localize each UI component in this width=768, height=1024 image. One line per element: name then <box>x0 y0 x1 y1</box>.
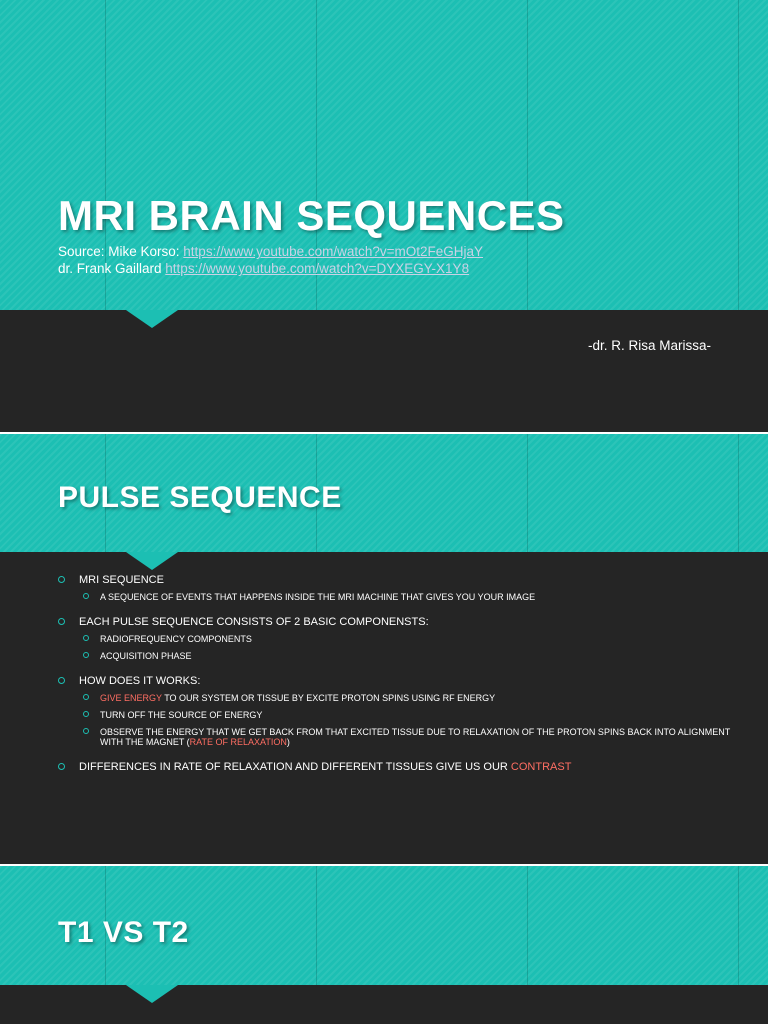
source-label: dr. Frank Gaillard <box>58 261 166 276</box>
bullet-text: ) <box>286 737 290 747</box>
source-label: Source: Mike Korso: <box>58 244 184 259</box>
notch-arrow <box>126 310 178 328</box>
slide-title: MRI BRAIN SEQUENCES Source: Mike Korso: … <box>0 0 768 432</box>
page-title: MRI BRAIN SEQUENCES <box>58 192 565 239</box>
subtitle-panel: -dr. R. Risa Marissa- <box>0 310 768 432</box>
bullet-line: HOW DOES IT WORKS: <box>79 675 738 687</box>
grid-line <box>738 866 739 985</box>
grid-line <box>316 434 317 552</box>
sub-bullet-item: TURN OFF THE SOURCE OF ENERGY <box>79 710 738 720</box>
sub-bullet-item: RADIOFREQUENCY COMPONENTS <box>79 634 738 644</box>
grid-line <box>527 434 528 552</box>
content-panel <box>0 985 768 1024</box>
bullet-text: DIFFERENCES IN RATE OF RELAXATION AND DI… <box>79 761 511 773</box>
grid-line <box>527 866 528 985</box>
title-banner: MRI BRAIN SEQUENCES Source: Mike Korso: … <box>0 0 768 310</box>
highlight-text: CONTRAST <box>510 761 572 773</box>
title-banner: PULSE SEQUENCE <box>0 434 768 552</box>
bullet-text: TO OUR SYSTEM OR TISSUE BY EXCITE PROTON… <box>161 693 496 703</box>
bullet-list: MRI SEQUENCE A SEQUENCE OF EVENTS THAT HA… <box>58 574 738 787</box>
sub-bullet-item: ACQUISITION PHASE <box>79 651 738 661</box>
slide-t1-vs-t2: T1 VS T2 <box>0 866 768 1024</box>
grid-line <box>105 434 106 552</box>
bullet-text: RADIOFREQUENCY COMPONENTS <box>100 634 252 644</box>
slide-divider <box>0 432 768 434</box>
grid-line <box>105 866 106 985</box>
sub-bullet-list: GIVE ENERGY TO OUR SYSTEM OR TISSUE BY E… <box>79 693 738 747</box>
notch-arrow <box>126 985 178 1003</box>
slide-title: T1 VS T2 <box>58 916 189 949</box>
author-name: -dr. R. Risa Marissa- <box>587 338 711 353</box>
highlight-text: GIVE ENERGY <box>100 693 162 703</box>
sub-bullet-item: A SEQUENCE OF EVENTS THAT HAPPENS INSIDE… <box>79 592 738 602</box>
bullet-line: DIFFERENCES IN RATE OF RELAXATION AND DI… <box>79 761 738 773</box>
source-link-1[interactable]: https://www.youtube.com/watch?v=mOt2FeGH… <box>183 244 484 259</box>
slide-divider <box>0 864 768 866</box>
grid-line <box>316 866 317 985</box>
sub-bullet-item: OBSERVE THE ENERGY THAT WE GET BACK FROM… <box>79 727 738 747</box>
source-line-2: dr. Frank Gaillard https://www.youtube.c… <box>58 260 469 277</box>
sub-bullet-list: A SEQUENCE OF EVENTS THAT HAPPENS INSIDE… <box>79 592 738 602</box>
source-link-2[interactable]: https://www.youtube.com/watch?v=DYXEGY-X… <box>165 261 470 276</box>
slide-title: PULSE SEQUENCE <box>58 481 342 514</box>
slide-pulse-sequence: PULSE SEQUENCE <box>0 434 768 864</box>
title-banner: T1 VS T2 <box>0 866 768 985</box>
bullet-text: TURN OFF THE SOURCE OF ENERGY <box>100 710 263 720</box>
bullet-item: EACH PULSE SEQUENCE CONSISTS OF 2 BASIC … <box>58 616 738 661</box>
bullet-text: OBSERVE THE ENERGY THAT WE GET BACK FROM… <box>100 727 731 747</box>
bullet-text: A SEQUENCE OF EVENTS THAT HAPPENS INSIDE… <box>100 592 536 602</box>
content-panel <box>0 552 768 864</box>
bullet-text: ACQUISITION PHASE <box>100 651 192 661</box>
grid-line <box>738 434 739 552</box>
bullet-item: MRI SEQUENCE A SEQUENCE OF EVENTS THAT HA… <box>58 574 738 602</box>
notch-arrow <box>126 552 178 570</box>
bullet-text: HOW DOES IT WORKS: <box>79 675 201 687</box>
bullet-line: EACH PULSE SEQUENCE CONSISTS OF 2 BASIC … <box>79 616 738 628</box>
grid-line <box>527 0 528 310</box>
bullet-text: EACH PULSE SEQUENCE CONSISTS OF 2 BASIC … <box>79 616 429 628</box>
bullet-item: HOW DOES IT WORKS: GIVE ENERGY TO OUR SYS… <box>58 675 738 747</box>
source-line-1: Source: Mike Korso: https://www.youtube.… <box>58 243 483 260</box>
highlight-text: RATE OF RELAXATION <box>189 737 287 747</box>
bullet-line: MRI SEQUENCE <box>79 574 738 586</box>
grid-line <box>738 0 739 310</box>
sub-bullet-list: RADIOFREQUENCY COMPONENTS ACQUISITION PHA… <box>79 634 738 661</box>
bullet-text: MRI SEQUENCE <box>79 574 164 586</box>
grid-line <box>105 0 106 310</box>
sub-bullet-item: GIVE ENERGY TO OUR SYSTEM OR TISSUE BY E… <box>79 693 738 703</box>
bullet-item: DIFFERENCES IN RATE OF RELAXATION AND DI… <box>58 761 738 773</box>
grid-line <box>316 0 317 310</box>
